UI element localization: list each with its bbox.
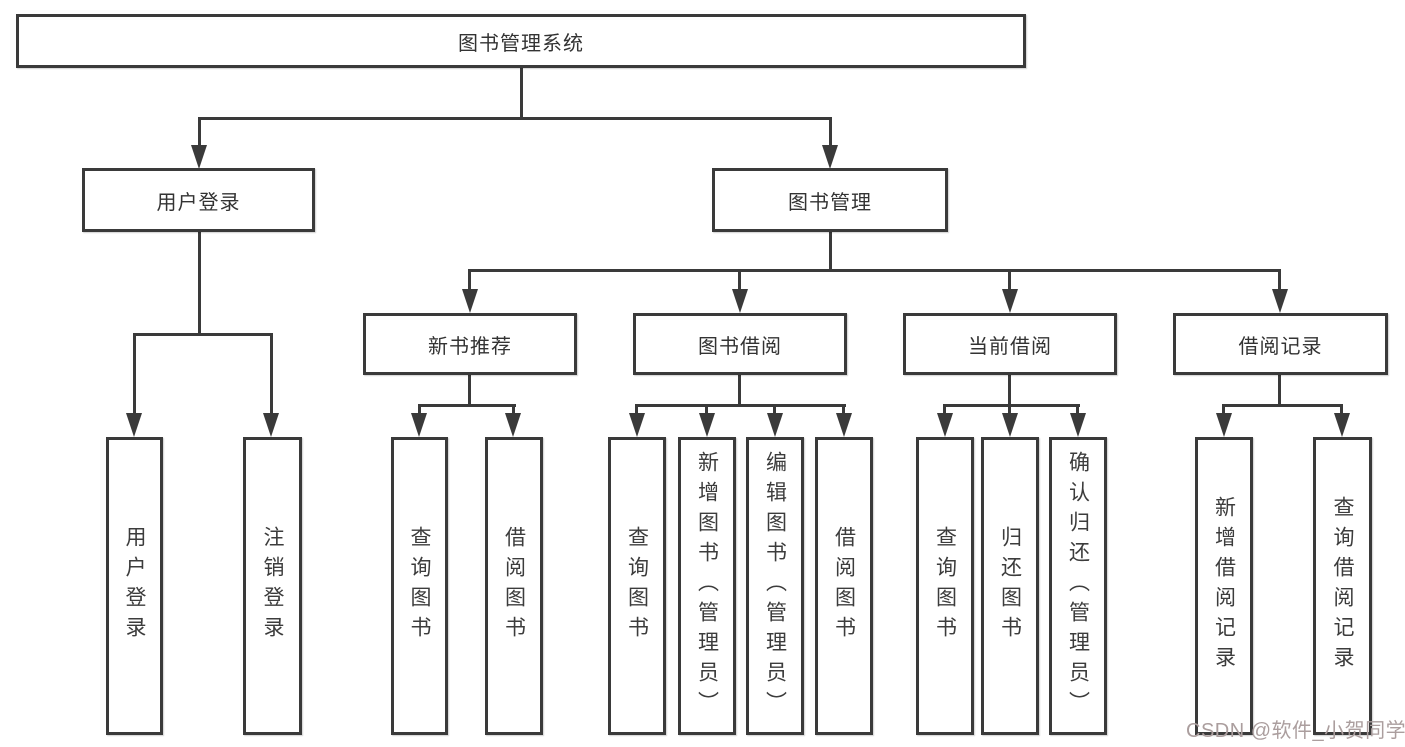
connector-drop-leaf: [943, 404, 946, 416]
node-box-book-management: 图书管理: [712, 168, 948, 232]
connector-drop-level3: [1278, 269, 1281, 293]
connector-drop-leaf: [418, 404, 421, 416]
arrow-down-icon: [937, 413, 953, 437]
arrow-down-icon: [1334, 413, 1350, 437]
connector-drop-level3: [738, 269, 741, 293]
leaf-box-query-borrow-record: 查询借阅记录: [1313, 437, 1372, 735]
node-box-borrow-records: 借阅记录: [1173, 313, 1388, 375]
connector-book-management-branch: [468, 269, 1281, 272]
connector-user-login-stem: [198, 232, 201, 335]
connector-drop-user-login: [198, 117, 201, 147]
arrow-down-icon: [462, 289, 478, 313]
leaf-label-borrow-books-2: 借阅图书: [832, 526, 856, 646]
leaf-box-borrow-books-2: 借阅图书: [815, 437, 873, 735]
node-box-new-book-recommend: 新书推荐: [363, 313, 577, 375]
node-label-root: 图书管理系统: [458, 32, 584, 55]
node-box-book-borrow: 图书借阅: [633, 313, 847, 375]
connector-root-stem: [520, 68, 523, 118]
arrow-down-icon: [126, 413, 142, 437]
leaf-box-query-books-3: 查询图书: [916, 437, 974, 735]
connector-drop-leaf: [1076, 404, 1079, 416]
leaf-label-query-books-2: 查询图书: [625, 526, 649, 646]
leaf-box-add-borrow-record: 新增借阅记录: [1195, 437, 1253, 735]
connector-current-borrow-branch: [943, 404, 1080, 407]
node-label-current-borrow: 当前借阅: [968, 335, 1052, 358]
connector-drop-leaf: [270, 333, 273, 415]
node-label-borrow-records: 借阅记录: [1238, 335, 1323, 358]
connector-drop-leaf: [512, 404, 515, 416]
connector-drop-level3: [1008, 269, 1011, 293]
arrow-down-icon: [1272, 289, 1288, 313]
arrow-down-icon: [263, 413, 279, 437]
leaf-label-edit-books-admin: 编辑图书（管理员）: [763, 451, 787, 721]
node-box-current-borrow: 当前借阅: [903, 313, 1117, 375]
arrow-down-icon: [822, 145, 838, 169]
arrow-down-icon: [1216, 413, 1232, 437]
connector-drop-leaf: [705, 404, 708, 416]
leaf-label-return-books: 归还图书: [998, 526, 1022, 646]
connector-user-login-branch: [133, 333, 273, 336]
leaf-box-edit-books-admin: 编辑图书（管理员）: [746, 437, 804, 735]
connector-new-book-branch: [418, 404, 516, 407]
leaf-label-add-borrow-record: 新增借阅记录: [1212, 496, 1236, 676]
arrow-down-icon: [699, 413, 715, 437]
arrow-down-icon: [505, 413, 521, 437]
leaf-label-query-books-3: 查询图书: [933, 526, 957, 646]
connector-borrow-records-stem: [1278, 375, 1281, 407]
node-label-book-borrow: 图书借阅: [698, 335, 782, 358]
connector-book-borrow-branch: [635, 404, 846, 407]
leaf-box-return-books: 归还图书: [981, 437, 1039, 735]
connector-drop-leaf: [635, 404, 638, 416]
connector-root-branch: [198, 117, 832, 120]
leaf-label-add-books-admin: 新增图书（管理员）: [695, 451, 719, 721]
connector-drop-book-management: [829, 117, 832, 147]
leaf-box-confirm-return-admin: 确认归还（管理员）: [1049, 437, 1107, 735]
leaf-box-logout: 注销登录: [243, 437, 302, 735]
csdn-watermark: CSDN @软件_小贺同学: [1186, 720, 1405, 742]
leaf-box-add-books-admin: 新增图书（管理员）: [678, 437, 736, 735]
connector-drop-level3: [468, 269, 471, 293]
arrow-down-icon: [629, 413, 645, 437]
connector-drop-leaf: [1222, 404, 1225, 416]
arrow-down-icon: [1002, 289, 1018, 313]
connector-new-book-stem: [468, 375, 471, 407]
connector-borrow-records-branch: [1222, 404, 1343, 407]
leaf-label-user-login: 用户登录: [123, 526, 146, 646]
leaf-label-query-borrow-record: 查询借阅记录: [1331, 496, 1354, 676]
leaf-label-borrow-books-1: 借阅图书: [502, 526, 526, 646]
connector-book-borrow-stem: [738, 375, 741, 407]
arrow-down-icon: [411, 413, 427, 437]
leaf-box-user-login: 用户登录: [106, 437, 163, 735]
arrow-down-icon: [732, 289, 748, 313]
leaf-box-query-books-2: 查询图书: [608, 437, 666, 735]
connector-drop-leaf: [773, 404, 776, 416]
node-box-user-login: 用户登录: [82, 168, 315, 232]
arrow-down-icon: [836, 413, 852, 437]
leaf-label-confirm-return-admin: 确认归还（管理员）: [1066, 451, 1090, 721]
connector-book-management-stem: [829, 232, 832, 272]
node-label-user-login: 用户登录: [156, 191, 241, 214]
connector-drop-leaf: [133, 333, 136, 415]
connector-drop-leaf: [1340, 404, 1343, 416]
node-box-root: 图书管理系统: [16, 14, 1026, 68]
node-label-new-book-recommend: 新书推荐: [428, 335, 512, 358]
arrow-down-icon: [1070, 413, 1086, 437]
connector-drop-leaf: [842, 404, 845, 416]
connector-current-borrow-stem: [1008, 375, 1011, 407]
arrow-down-icon: [191, 145, 207, 169]
leaf-label-query-books-1: 查询图书: [408, 526, 431, 646]
leaf-box-query-books-1: 查询图书: [391, 437, 448, 735]
connector-drop-leaf: [1008, 404, 1011, 416]
node-label-book-management: 图书管理: [788, 191, 872, 214]
leaf-box-borrow-books-1: 借阅图书: [485, 437, 543, 735]
leaf-label-logout: 注销登录: [261, 526, 284, 646]
arrow-down-icon: [767, 413, 783, 437]
arrow-down-icon: [1002, 413, 1018, 437]
